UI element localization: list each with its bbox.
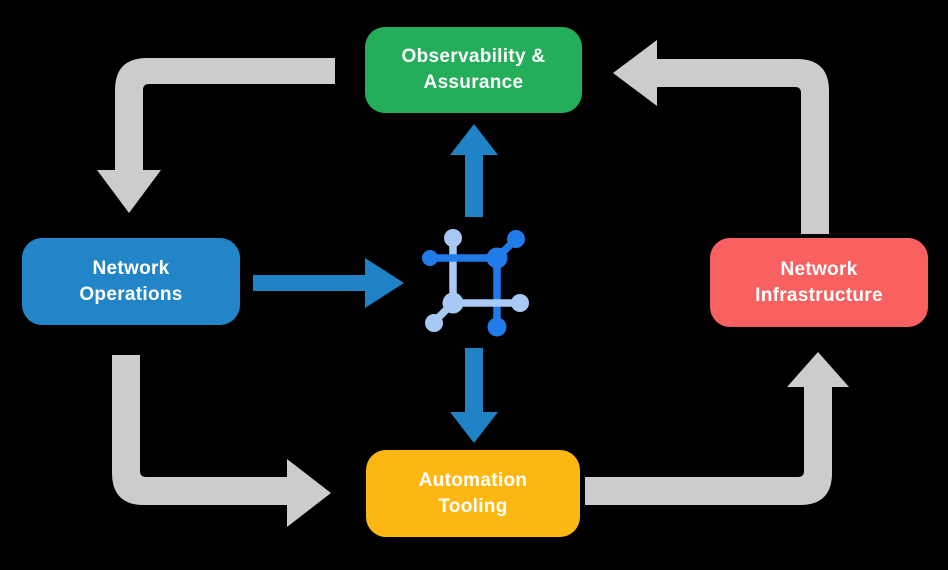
arrow-infrastructure-to-observability	[613, 40, 829, 234]
arrow-operations-to-center	[253, 258, 404, 308]
arrow-automation-to-infrastructure	[585, 352, 849, 505]
arrow-observability-to-operations	[97, 58, 335, 213]
network-fabric-icon-dark-dots	[422, 230, 525, 337]
arrow-center-to-automation	[450, 348, 498, 443]
arrow-operations-to-automation	[112, 355, 331, 527]
network-fabric-icon	[422, 229, 529, 337]
node-network-operations: Network Operations	[22, 238, 240, 325]
node-automation-tooling: Automation Tooling	[366, 450, 580, 537]
arrow-center-to-observability	[450, 124, 498, 217]
node-observability-assurance: Observability & Assurance	[365, 27, 582, 113]
node-network-infrastructure: Network Infrastructure	[710, 238, 928, 327]
network-fabric-icon-light-dots	[425, 229, 529, 332]
